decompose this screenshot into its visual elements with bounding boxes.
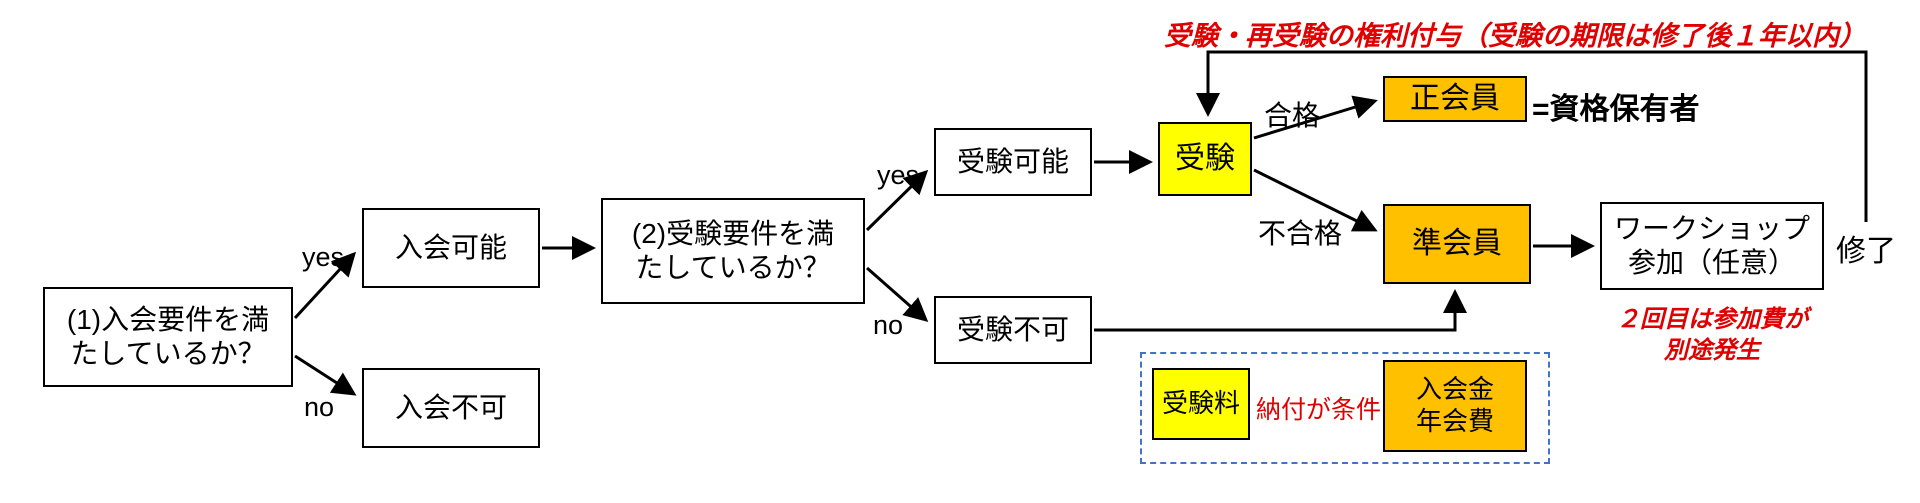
workshop-fee-note: ２回目は参加費が 別途発生: [1596, 304, 1828, 366]
arrow-exam-to-full-member: [1253, 95, 1378, 140]
arrow-exam-ng-to-assoc-member: [1094, 289, 1467, 332]
node-exam: 受験: [1158, 122, 1252, 196]
arrow-exam-to-assoc-member: [1253, 168, 1378, 232]
node-q2-line2: たしているか？: [635, 252, 831, 283]
label-q1-no: no: [304, 392, 335, 422]
node-associate-member: 準会員: [1383, 204, 1531, 284]
legend-membership-fee: 入会金 年会費: [1383, 360, 1527, 452]
node-exam-not-possible: 受験不可: [934, 296, 1092, 364]
label-q2-no: no: [873, 310, 904, 340]
arrow-q1-to-join-ok: [293, 251, 357, 320]
arrow-q1-to-join-ng: [294, 354, 357, 396]
workshop-fee-note-line1: ２回目は参加費が: [1616, 306, 1808, 333]
arrow-q2-to-exam-ng: [866, 266, 929, 322]
node-q1-line1: (1)入会要件を満: [66, 303, 270, 335]
label-q2-yes: yes: [877, 160, 920, 190]
arrow-completion-feedback-to-exam: [1196, 50, 1868, 222]
label-q1-yes: yes: [302, 242, 345, 272]
node-workshop-line2: 参加（任意）: [1627, 247, 1796, 278]
label-completion: 修了: [1836, 235, 1896, 268]
workshop-fee-note-line2: 別途発生: [1664, 337, 1760, 365]
node-workshop: ワークショップ 参加（任意）: [1600, 202, 1824, 290]
label-fail: 不合格: [1258, 218, 1343, 249]
legend-membership-fee-line1: 入会金: [1415, 374, 1494, 405]
full-member-equals-note: =資格保有者: [1532, 93, 1700, 126]
label-pass: 合格: [1264, 100, 1321, 131]
node-join-possible: 入会可能: [362, 208, 540, 288]
retake-rights-note: 受験・再受験の権利付与（受験の期限は修了後１年以内）: [1164, 21, 1866, 51]
node-exam-possible: 受験可能: [934, 128, 1092, 196]
legend-membership-fee-line2: 年会費: [1415, 406, 1494, 436]
legend-exam-fee: 受験料: [1152, 368, 1250, 440]
node-q1-line2: たしているか？: [70, 338, 266, 369]
node-q1-membership-requirements: (1)入会要件を満 たしているか？: [43, 287, 293, 387]
node-workshop-line1: ワークショップ: [1613, 212, 1810, 244]
arrow-q2-to-exam-ok: [865, 169, 929, 232]
node-q2-exam-requirements: (2)受験要件を満 たしているか？: [601, 198, 865, 304]
fees-legend-frame: [1140, 352, 1550, 464]
node-join-not-possible: 入会不可: [362, 368, 540, 448]
node-full-member: 正会員: [1383, 76, 1527, 122]
node-q2-line1: (2)受験要件を満: [631, 217, 835, 249]
legend-payment-note: 納付が条件: [1256, 396, 1382, 424]
